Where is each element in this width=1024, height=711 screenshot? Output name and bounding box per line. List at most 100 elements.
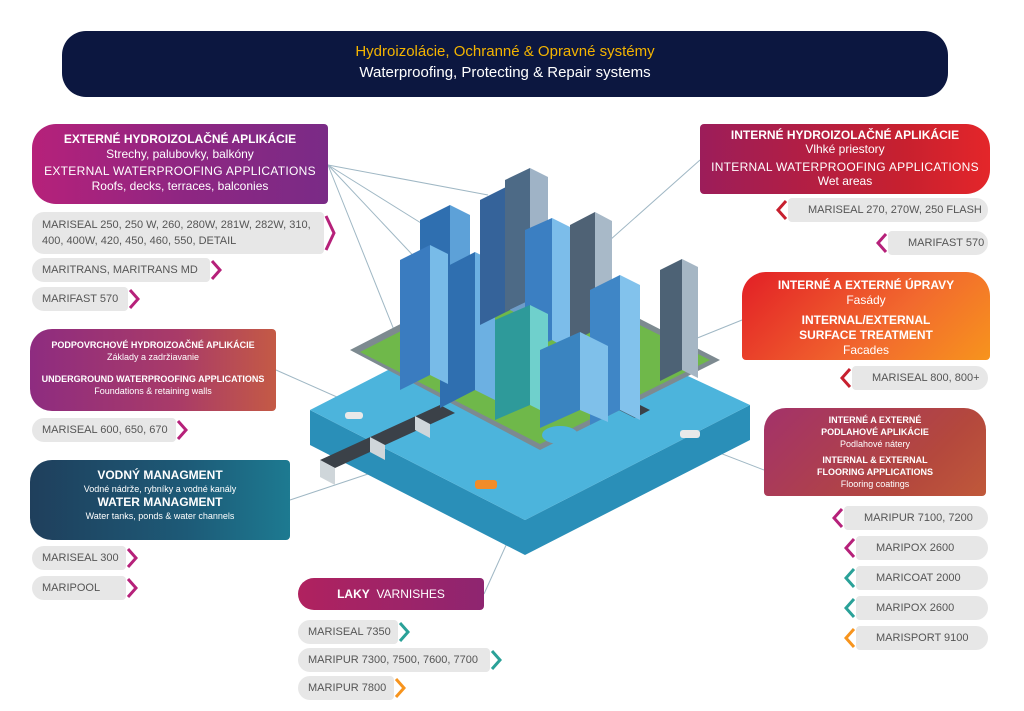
product-label: 400, 400W, 420, 450, 460, 550, DETAIL <box>42 235 237 247</box>
product-label: MARIPUR 7800 <box>308 682 387 694</box>
product-pill-mariseal-800[interactable]: MARISEAL 800, 800+ <box>840 366 988 390</box>
surface-subtitle-sk: Fasády <box>846 293 886 307</box>
chevron-left-icon <box>832 508 844 528</box>
surface-subtitle-en: Facades <box>842 343 890 357</box>
water-subtitle-en: Water tanks, ponds & water channels <box>85 511 235 521</box>
product-pill-mariseal-underground[interactable]: MARISEAL 600, 650, 670 <box>32 418 188 442</box>
chevron-right-icon <box>126 578 138 598</box>
chevron-right-icon <box>324 215 336 251</box>
product-label: MARIPOX 2600 <box>876 542 955 554</box>
chevron-right-icon <box>398 622 410 642</box>
chevron-left-icon <box>776 200 788 220</box>
product-label: MARISEAL 270, 270W, 250 FLASH <box>808 204 982 216</box>
header-banner: Hydroizolácie, Ochranné & Opravné systém… <box>62 31 948 97</box>
flooring-title-sk-1: INTERNÉ A EXTERNÉ <box>828 415 922 425</box>
product-label: MARISEAL 250, 250 W, 260, 280W, 281W, 28… <box>42 219 311 231</box>
product-label: MARIPUR 7100, 7200 <box>864 512 973 524</box>
product-label: MARICOAT 2000 <box>876 572 961 584</box>
chevron-right-icon <box>176 420 188 440</box>
varnishes-title-en: VARNISHES <box>376 587 445 601</box>
chevron-right-icon <box>210 260 222 280</box>
internal-waterproofing-card: INTERNÉ HYDROIZOLAČNÉ APLIKÁCIE Vlhké pr… <box>700 124 990 194</box>
product-pill-marisport-9100[interactable]: MARISPORT 9100 <box>844 626 988 650</box>
bridge-pillar <box>415 416 430 438</box>
chevron-left-icon <box>876 233 888 253</box>
varnishes-title-sk: LAKY <box>337 587 370 601</box>
varnishes-card: LAKY VARNISHES <box>298 578 484 610</box>
external-waterproofing-card: EXTERNÉ HYDROIZOLAČNÉ APLIKÁCIE Strechy,… <box>32 124 328 204</box>
product-pill-mariseal-270[interactable]: MARISEAL 270, 270W, 250 FLASH <box>776 198 988 222</box>
header-title-sk: Hydroizolácie, Ochranné & Opravné systém… <box>355 43 655 60</box>
underground-subtitle-sk: Základy a zadržiavanie <box>106 352 200 362</box>
product-label: MARIFAST 570 <box>908 237 985 249</box>
internal-subtitle-sk: Vlhké priestory <box>805 142 885 156</box>
product-pill-marifast-internal[interactable]: MARIFAST 570 <box>876 231 988 255</box>
boat <box>680 430 700 438</box>
product-label: MARIPOOL <box>42 582 101 594</box>
external-title-en: EXTERNAL WATERPROOFING APPLICATIONS <box>44 164 316 178</box>
boat <box>475 480 497 489</box>
flooring-subtitle-sk: Podlahové nátery <box>839 439 911 449</box>
surface-title-sk: INTERNÉ A EXTERNÉ ÚPRAVY <box>777 278 955 292</box>
boat <box>345 412 363 419</box>
surface-treatment-card: INTERNÉ A EXTERNÉ ÚPRAVY Fasády INTERNAL… <box>742 272 990 360</box>
flooring-applications-card: INTERNÉ A EXTERNÉ PODLAHOVÉ APLIKÁCIE Po… <box>764 408 986 496</box>
underground-subtitle-en: Foundations & retaining walls <box>94 386 212 396</box>
product-pill-marifast-external[interactable]: MARIFAST 570 <box>32 287 140 311</box>
chevron-right-icon <box>394 678 406 698</box>
chevron-left-icon <box>844 538 856 558</box>
product-pill-maripur-7100[interactable]: MARIPUR 7100, 7200 <box>832 506 988 530</box>
external-title-sk: EXTERNÉ HYDROIZOLAČNÉ APLIKÁCIE <box>63 132 297 146</box>
buildings <box>400 168 698 428</box>
product-pill-mariseal-300[interactable]: MARISEAL 300 <box>32 546 138 570</box>
underground-title-sk: PODPOVRCHOVÉ HYDROIZOAČNÉ APLIKÁCIE <box>51 340 255 350</box>
external-subtitle-sk: Strechy, palubovky, balkóny <box>106 147 254 161</box>
product-pill-mariseal-7350[interactable]: MARISEAL 7350 <box>298 620 410 644</box>
product-label: MARISEAL 300 <box>42 552 119 564</box>
product-pill-maritrans[interactable]: MARITRANS, MARITRANS MD <box>32 258 222 282</box>
chevron-left-icon <box>844 568 856 588</box>
product-pill-maripox-2600[interactable]: MARIPOX 2600 <box>844 536 988 560</box>
product-label: MARISEAL 7350 <box>308 626 391 638</box>
bridge-pillar <box>370 437 385 460</box>
product-pill-maripox-2600-b[interactable]: MARIPOX 2600 <box>844 596 988 620</box>
header-title-en: Waterproofing, Protecting & Repair syste… <box>359 64 651 81</box>
product-label: MARITRANS, MARITRANS MD <box>42 264 198 276</box>
product-pill-mariseal-external[interactable]: MARISEAL 250, 250 W, 260, 280W, 281W, 28… <box>32 212 336 254</box>
product-label: MARISPORT 9100 <box>876 632 969 644</box>
flooring-title-en-2: FLOORING APPLICATIONS <box>817 467 933 477</box>
product-label: MARIPOX 2600 <box>876 602 955 614</box>
product-label: MARISEAL 600, 650, 670 <box>42 424 168 436</box>
surface-title-en-2: SURFACE TREATMENT <box>799 328 933 342</box>
internal-title-en: INTERNAL WATERPROOFING APPLICATIONS <box>711 160 979 174</box>
chevron-left-icon <box>844 628 856 648</box>
water-subtitle-sk: Vodné nádrže, rybníky a vodné kanály <box>83 484 237 494</box>
water-title-en: WATER MANAGMENT <box>97 495 223 509</box>
flooring-title-en-1: INTERNAL & EXTERNAL <box>822 455 928 465</box>
chevron-right-icon <box>126 548 138 568</box>
product-pill-maricoat-2000[interactable]: MARICOAT 2000 <box>844 566 988 590</box>
chevron-right-icon <box>490 650 502 670</box>
chevron-left-icon <box>844 598 856 618</box>
water-base-side <box>310 405 750 555</box>
water-title-sk: VODNÝ MANAGMENT <box>97 468 223 482</box>
product-pill-maripur-7300[interactable]: MARIPUR 7300, 7500, 7600, 7700 <box>298 648 502 672</box>
underground-waterproofing-card: PODPOVRCHOVÉ HYDROIZOAČNÉ APLIKÁCIE Zákl… <box>30 329 276 411</box>
product-pill-maripool[interactable]: MARIPOOL <box>32 576 138 600</box>
internal-subtitle-en: Wet areas <box>817 174 873 188</box>
surface-title-en-1: INTERNAL/EXTERNAL <box>801 313 931 327</box>
product-pill-maripur-7800[interactable]: MARIPUR 7800 <box>298 676 406 700</box>
pond <box>542 426 578 444</box>
product-label: MARIPUR 7300, 7500, 7600, 7700 <box>308 654 479 666</box>
underground-title-en: UNDERGROUND WATERPROOFING APPLICATIONS <box>41 374 265 384</box>
water-management-card: VODNÝ MANAGMENT Vodné nádrže, rybníky a … <box>30 460 290 540</box>
city-illustration <box>310 168 750 555</box>
product-label: MARISEAL 800, 800+ <box>872 372 980 384</box>
external-subtitle-en: Roofs, decks, terraces, balconies <box>91 179 269 193</box>
internal-title-sk: INTERNÉ HYDROIZOLAČNÉ APLIKÁCIE <box>730 128 960 142</box>
bridge-pillar <box>320 460 335 485</box>
chevron-left-icon <box>840 368 852 388</box>
flooring-title-sk-2: PODLAHOVÉ APLIKÁCIE <box>821 427 929 437</box>
flooring-subtitle-en: Flooring coatings <box>840 479 910 489</box>
product-label: MARIFAST 570 <box>42 293 119 305</box>
